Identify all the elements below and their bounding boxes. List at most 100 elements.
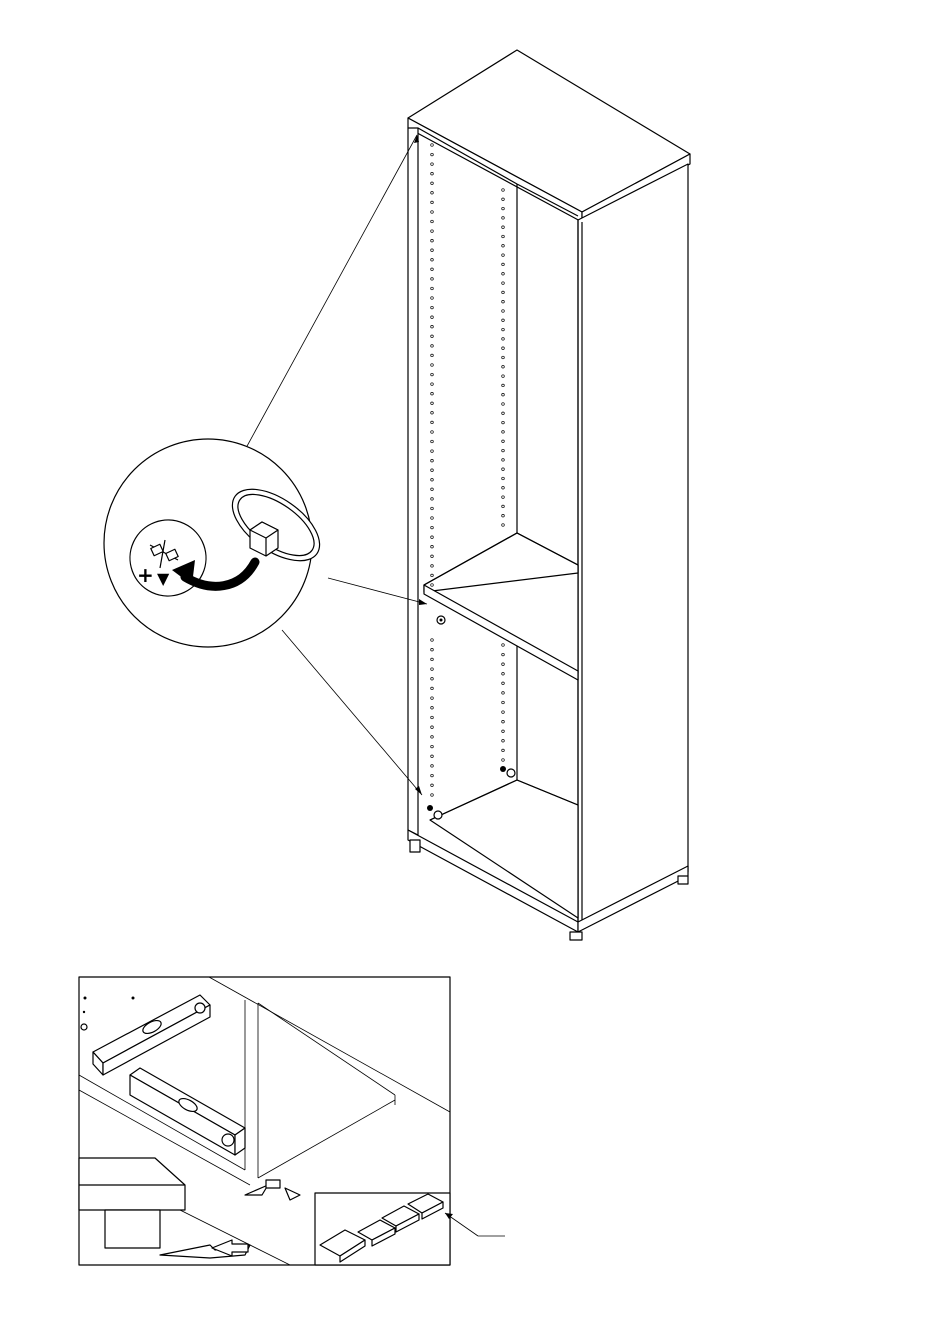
shelf-hole: [502, 487, 505, 490]
shelf-hole: [431, 392, 434, 395]
shelf-hole: [502, 245, 505, 248]
shelf-hole: [502, 673, 505, 676]
shelf-hole: [502, 273, 505, 276]
shelf-hole: [431, 678, 434, 681]
shelf-hole: [431, 488, 434, 491]
shelf-hole: [431, 707, 434, 710]
shelf-hole: [431, 364, 434, 367]
shelf-hole: [502, 254, 505, 257]
shelf-hole: [431, 306, 434, 309]
shelf-hole: [431, 440, 434, 443]
shelf-hole: [431, 259, 434, 262]
shelf-hole: [502, 449, 505, 452]
shelf-hole: [431, 469, 434, 472]
left-side-panel: [408, 128, 418, 835]
shelf-hole: [431, 144, 434, 147]
shelf-hole: [431, 584, 434, 587]
shelf-hole: [502, 263, 505, 266]
shelf-hole: [502, 740, 505, 743]
shelf-hole: [502, 310, 505, 313]
shelf-hole: [431, 412, 434, 415]
shelf-hole: [431, 345, 434, 348]
shelf-hole: [431, 784, 434, 787]
bottom-panel: [430, 780, 578, 918]
shelf-hole: [502, 514, 505, 517]
shelf-hole: [431, 153, 434, 156]
leader-line-bottom: [282, 630, 422, 795]
shelf-hole: [431, 278, 434, 281]
shelf-hole: [502, 375, 505, 378]
shelf-hole: [431, 431, 434, 434]
shelf-hole: [431, 648, 434, 651]
shelf-hole: [502, 468, 505, 471]
shelf-hole: [431, 325, 434, 328]
shelf-hole: [431, 239, 434, 242]
shelf-hole: [502, 720, 505, 723]
shelf-hole: [431, 335, 434, 338]
cam-hole-front-2: [434, 811, 442, 819]
shelf-hole: [431, 450, 434, 453]
shelf-hole: [431, 316, 434, 319]
shelf-hole: [502, 459, 505, 462]
shelf-hole: [431, 383, 434, 386]
shelf-hole: [502, 319, 505, 322]
shelf-hole: [431, 755, 434, 758]
shelf-hole: [502, 682, 505, 685]
shelf-hole: [431, 211, 434, 214]
shelf-hole: [431, 639, 434, 642]
shelf-hole: [502, 663, 505, 666]
cam-hole-back: [500, 766, 506, 772]
shelf-hole: [431, 220, 434, 223]
triangle-symbol: ▼: [157, 569, 170, 588]
shelf-hole: [502, 692, 505, 695]
right-side-panel: [578, 164, 688, 930]
shelf-hole: [502, 226, 505, 229]
shelf-hole: [502, 300, 505, 303]
shelf-hole: [502, 338, 505, 341]
shelf-hole: [502, 412, 505, 415]
shelf-hole: [431, 745, 434, 748]
leveling-inset: [79, 977, 505, 1265]
shelf-hole: [502, 730, 505, 733]
cabinet: [408, 50, 690, 940]
shelf-hole: [431, 668, 434, 671]
shelf-hole: [502, 217, 505, 220]
shelf-hole: [502, 403, 505, 406]
shelf-holes-front: [431, 144, 434, 797]
shelf-hole: [431, 373, 434, 376]
shelf-hole: [502, 291, 505, 294]
shelf-hole: [431, 526, 434, 529]
detail-callout: + ▼: [104, 135, 427, 795]
shelf-hole: [502, 701, 505, 704]
shelf-hole: [502, 644, 505, 647]
shelf-hole: [431, 736, 434, 739]
shelf-hole: [431, 794, 434, 797]
shelf-hole: [431, 249, 434, 252]
shelf-hole: [431, 201, 434, 204]
shelf-hole: [502, 421, 505, 424]
cam-hole-back-2: [507, 769, 515, 777]
shelf-hole: [502, 496, 505, 499]
plus-symbol: +: [137, 563, 154, 587]
shelf-hole: [431, 507, 434, 510]
shelf-hole: [431, 402, 434, 405]
shelf-hole: [431, 421, 434, 424]
shelf-hole: [431, 765, 434, 768]
shelf-hole: [431, 498, 434, 501]
shelf-hole: [502, 328, 505, 331]
shelf-hole: [431, 574, 434, 577]
shelf-hole: [502, 198, 505, 201]
shelf-hole: [502, 711, 505, 714]
foot-back-right: [678, 876, 688, 884]
shim-under-foot: [266, 1180, 280, 1188]
shelf-hole: [502, 356, 505, 359]
shelf-hole: [431, 192, 434, 195]
leader-line-top: [246, 135, 417, 448]
shelf-hole: [502, 505, 505, 508]
shelf-hole: [431, 268, 434, 271]
shelf-hole: [502, 759, 505, 762]
shelf-hole: [431, 459, 434, 462]
shelf-hole: [431, 163, 434, 166]
shelf-hole: [431, 287, 434, 290]
